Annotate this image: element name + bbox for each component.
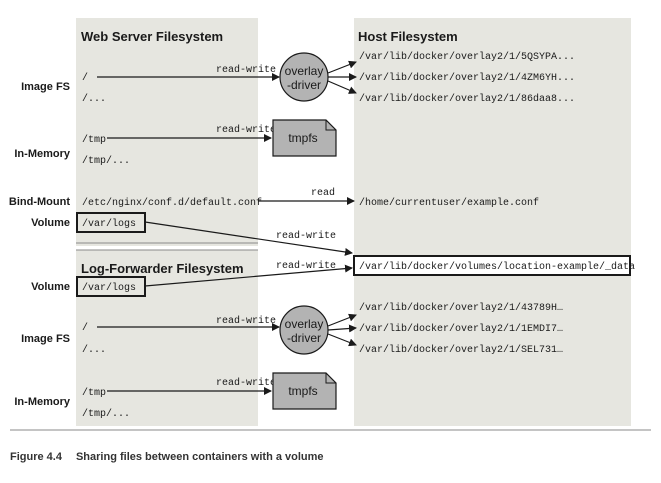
log-forwarder-title: Log-Forwarder Filesystem [81, 261, 244, 276]
web-server-panel [76, 18, 258, 246]
figure-caption: Figure 4.4 Sharing files between containe… [10, 451, 324, 463]
web-tmp-rest-path: /tmp/... [82, 155, 130, 167]
overlay-driver-top-line1: overlay [285, 64, 324, 78]
web-bind-mount-label: Bind-Mount [9, 196, 70, 208]
web-server-title: Web Server Filesystem [81, 29, 223, 44]
log-image-rest-path: /... [82, 344, 106, 356]
overlay-bottom-edge-3 [327, 333, 357, 347]
host-volume-target: /var/lib/docker/volumes/location-example… [359, 261, 635, 273]
tmpfs-node-top-label: tmpfs [288, 131, 317, 145]
tmpfs-node-top [272, 119, 337, 157]
overlay-top-edge-1 [327, 60, 357, 74]
bind-mount-edge-label: read [311, 187, 335, 199]
log-image-fs-label: Image FS [21, 333, 70, 345]
log-tmp-path: /tmp [82, 387, 106, 399]
web-volume-edge-label: read-write [276, 230, 336, 242]
tmpfs-node-bottom [272, 372, 337, 410]
tmpfs-node-bottom-fold [325, 373, 336, 384]
host-overlay-path-6: /var/lib/docker/overlay2/1/SEL731… [359, 344, 563, 356]
log-tmp-edge-label: read-write [216, 377, 276, 389]
host-overlay-path-4: /var/lib/docker/overlay2/1/43789H… [359, 302, 563, 314]
log-volume-edge [144, 264, 353, 287]
web-image-root-path: / [82, 72, 88, 84]
web-tmp-path: /tmp [82, 134, 106, 146]
web-in-memory-label: In-Memory [14, 148, 71, 160]
web-image-rest-path: /... [82, 93, 106, 105]
web-image-fs-label: Image FS [21, 81, 70, 93]
overlay-top-edge-3 [327, 80, 357, 94]
log-volume-box [76, 276, 146, 297]
host-overlay-path-5: /var/lib/docker/overlay2/1/1EMDI7… [359, 323, 563, 335]
overlay-driver-top-line2: -driver [287, 78, 321, 92]
log-in-memory-label: In-Memory [14, 396, 71, 408]
log-image-edge-label: read-write [216, 315, 276, 327]
log-volume-path: /var/logs [82, 282, 136, 294]
host-overlay-path-3: /var/lib/docker/overlay2/1/86daa8... [359, 93, 575, 105]
web-volume-label: Volume [31, 217, 70, 229]
overlay-bottom-edge-1 [327, 313, 357, 327]
log-tmp-rest-path: /tmp/... [82, 408, 130, 420]
log-volume-label: Volume [31, 281, 70, 293]
figure-number: Figure 4.4 [10, 451, 63, 463]
host-overlay-path-2: /var/lib/docker/overlay2/1/4ZM6YH... [359, 72, 575, 84]
web-tmp-edge-label: read-write [216, 124, 276, 136]
host-panel [354, 18, 631, 426]
figure-caption-text: Sharing files between containers with a … [76, 451, 324, 463]
log-image-root-path: / [82, 322, 88, 334]
web-image-edge-label: read-write [216, 64, 276, 76]
overlay-bottom-edge-2 [327, 324, 357, 333]
host-bind-target: /home/currentuser/example.conf [359, 197, 539, 209]
host-volume-box [353, 255, 631, 276]
host-overlay-path-1: /var/lib/docker/overlay2/1/5QSYPA... [359, 51, 575, 63]
tmpfs-node-top-fold [325, 120, 336, 131]
overlay-driver-bottom-line2: -driver [287, 331, 321, 345]
overlay-driver-bottom-line1: overlay [285, 317, 324, 331]
log-volume-edge-label: read-write [276, 260, 336, 272]
tmpfs-node-bottom-label: tmpfs [288, 384, 317, 398]
web-bind-path: /etc/nginx/conf.d/default.conf [82, 197, 262, 209]
web-volume-path: /var/logs [82, 218, 136, 230]
web-volume-edge [144, 221, 353, 256]
host-title: Host Filesystem [358, 29, 458, 44]
